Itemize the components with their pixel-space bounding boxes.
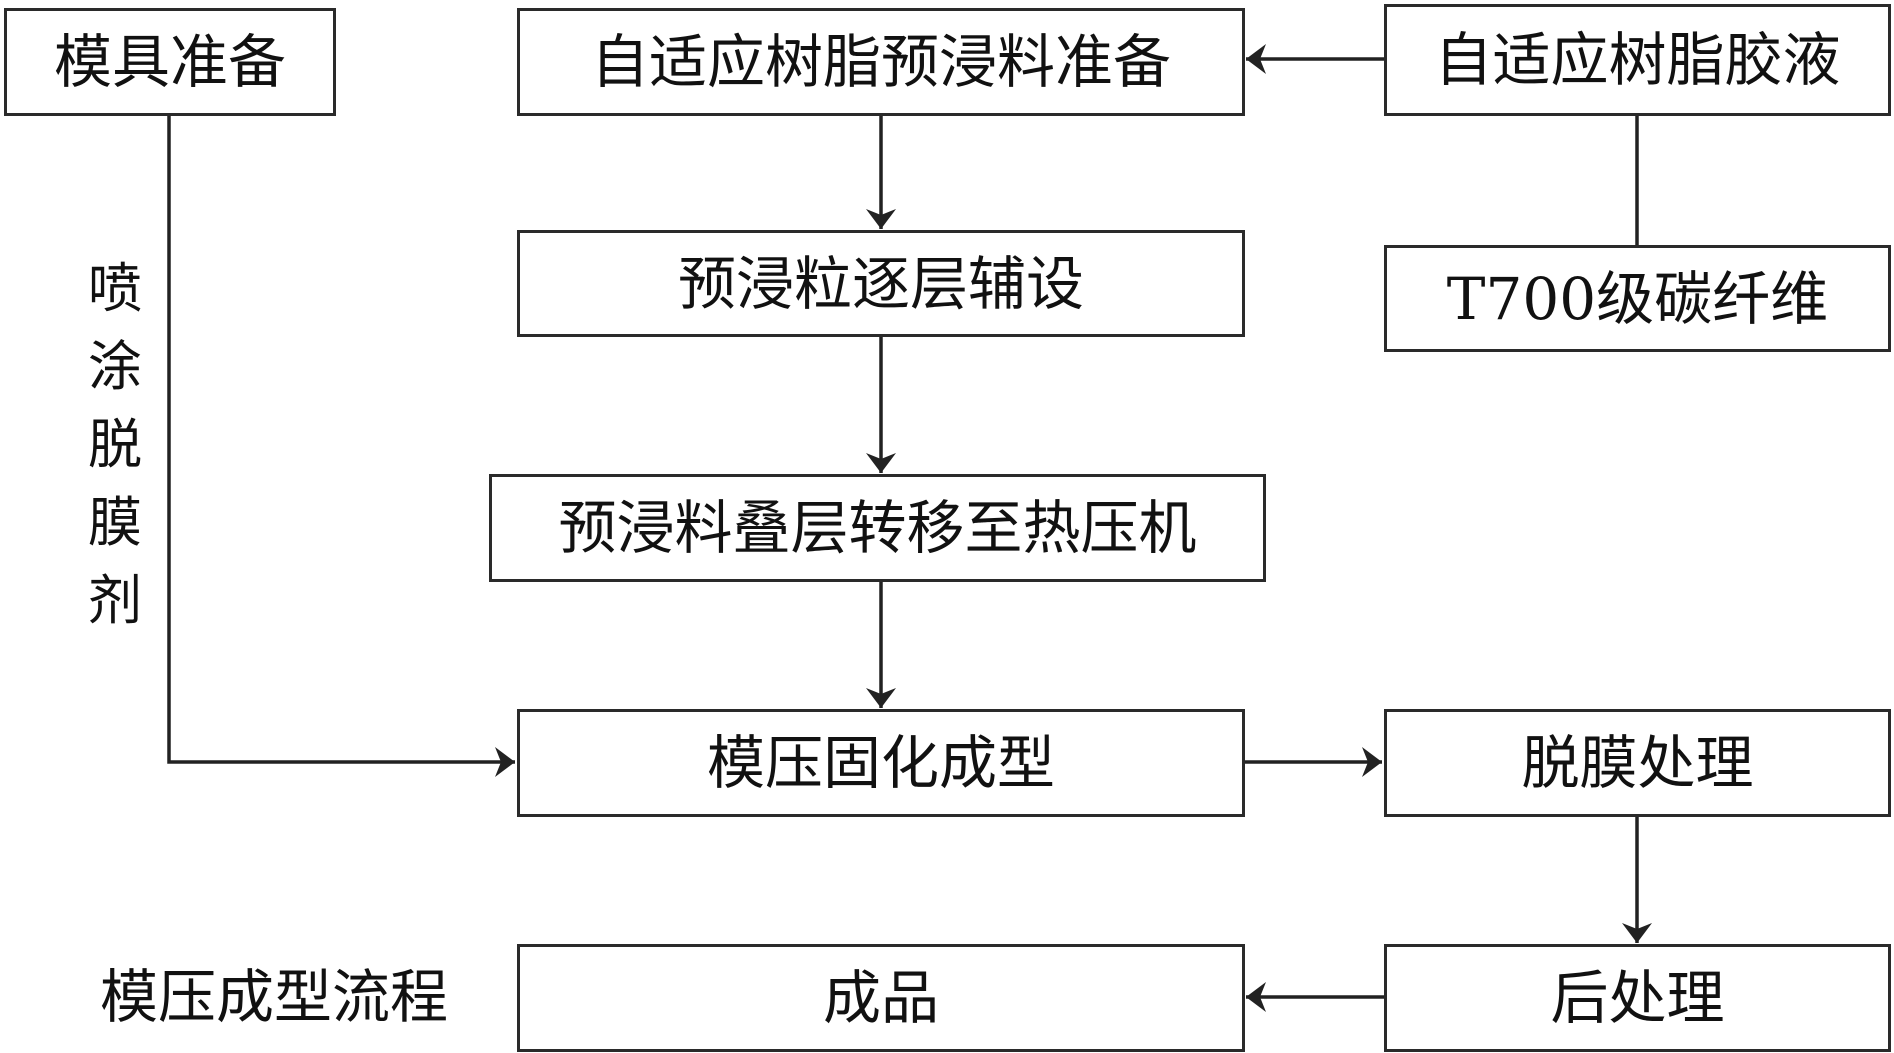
node-layup: 预浸粒逐层辅设 (517, 230, 1245, 337)
edge-mold-to-curing (167, 115, 515, 777)
node-demold: 脱膜处理 (1384, 709, 1891, 817)
node-post: 后处理 (1384, 944, 1891, 1052)
node-carbon-fiber: T700级碳纤维 (1384, 245, 1891, 352)
node-mold-prep: 模具准备 (4, 8, 336, 116)
node-product: 成品 (517, 944, 1245, 1052)
node-prepreg-prep: 自适应树脂预浸料准备 (517, 8, 1245, 116)
node-transfer: 预浸料叠层转移至热压机 (489, 474, 1266, 582)
node-curing: 模压固化成型 (517, 709, 1245, 817)
node-resin-glue: 自适应树脂胶液 (1384, 4, 1891, 116)
diagram-caption: 模压成型流程 (100, 963, 449, 1031)
edge-label-release-agent: 喷涂脱膜剂 (88, 257, 142, 632)
